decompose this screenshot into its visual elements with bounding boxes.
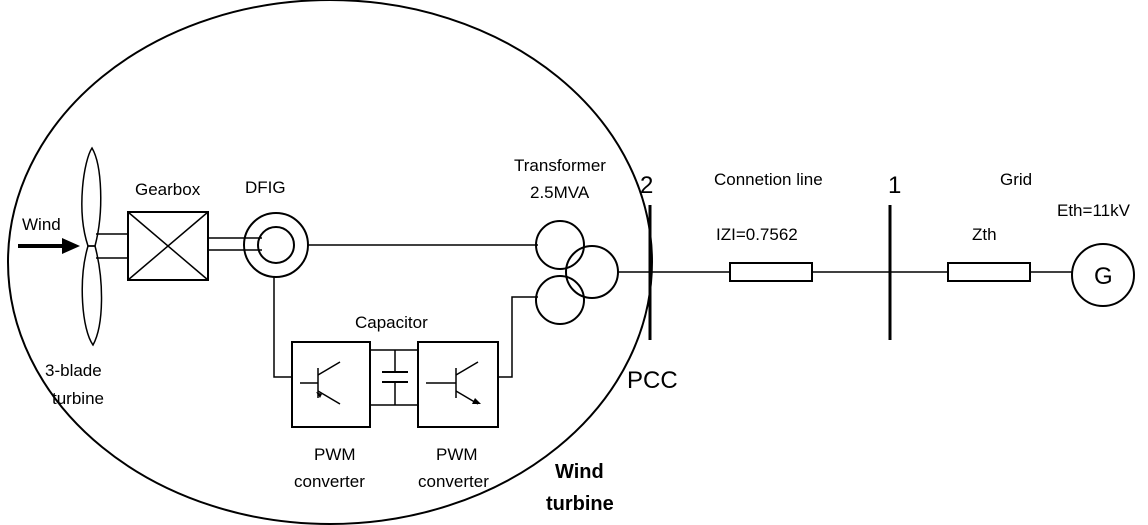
- bus1-label: 1: [888, 172, 901, 199]
- thevenin-impedance: [947, 262, 1031, 282]
- pcc-label: PCC: [627, 367, 678, 394]
- pwm-left-line1: PWM: [314, 445, 356, 464]
- wind-turbine-label-line2: turbine: [546, 493, 614, 515]
- dfig-generator: [243, 212, 309, 278]
- grid-label: Grid: [1000, 170, 1032, 189]
- wind-arrow-head: [62, 238, 80, 254]
- transformer-label-line2: 2.5MVA: [530, 183, 590, 202]
- pwm-right-line2: converter: [418, 472, 489, 491]
- wind-turbine-label-line1: Wind: [555, 461, 604, 483]
- three-blade-turbine: [81, 146, 128, 347]
- pwm-right-line1: PWM: [436, 445, 478, 464]
- wind-turbine-boundary: [7, 0, 653, 525]
- capacitor-label: Capacitor: [355, 313, 428, 332]
- turbine-label-line2: turbine: [52, 389, 104, 408]
- zth-label: Zth: [972, 225, 997, 244]
- gearbox-label: Gearbox: [135, 180, 201, 199]
- connection-line-label: Connetion line: [714, 170, 823, 189]
- capacitor: [382, 350, 408, 405]
- gearbox: [127, 211, 209, 281]
- dfig-label: DFIG: [245, 178, 286, 197]
- pwm-converter-right: [417, 341, 499, 428]
- transformer-label-line1: Transformer: [514, 156, 606, 175]
- turbine-label-line1: 3-blade: [45, 361, 102, 380]
- transformer: [535, 220, 619, 325]
- grid-generator: [1071, 243, 1135, 307]
- bus2-label: 2: [640, 172, 653, 199]
- generator-symbol: G: [1094, 263, 1113, 290]
- wind-label: Wind: [22, 215, 61, 234]
- line-impedance-label: IZI=0.7562: [716, 225, 798, 244]
- pwm-converter-left: [291, 341, 371, 428]
- line-impedance: [729, 262, 813, 282]
- eth-label: Eth=11kV: [1057, 201, 1131, 220]
- rotor-line: [273, 277, 292, 378]
- converter-to-transformer: [498, 296, 538, 378]
- pwm-left-line2: converter: [294, 472, 365, 491]
